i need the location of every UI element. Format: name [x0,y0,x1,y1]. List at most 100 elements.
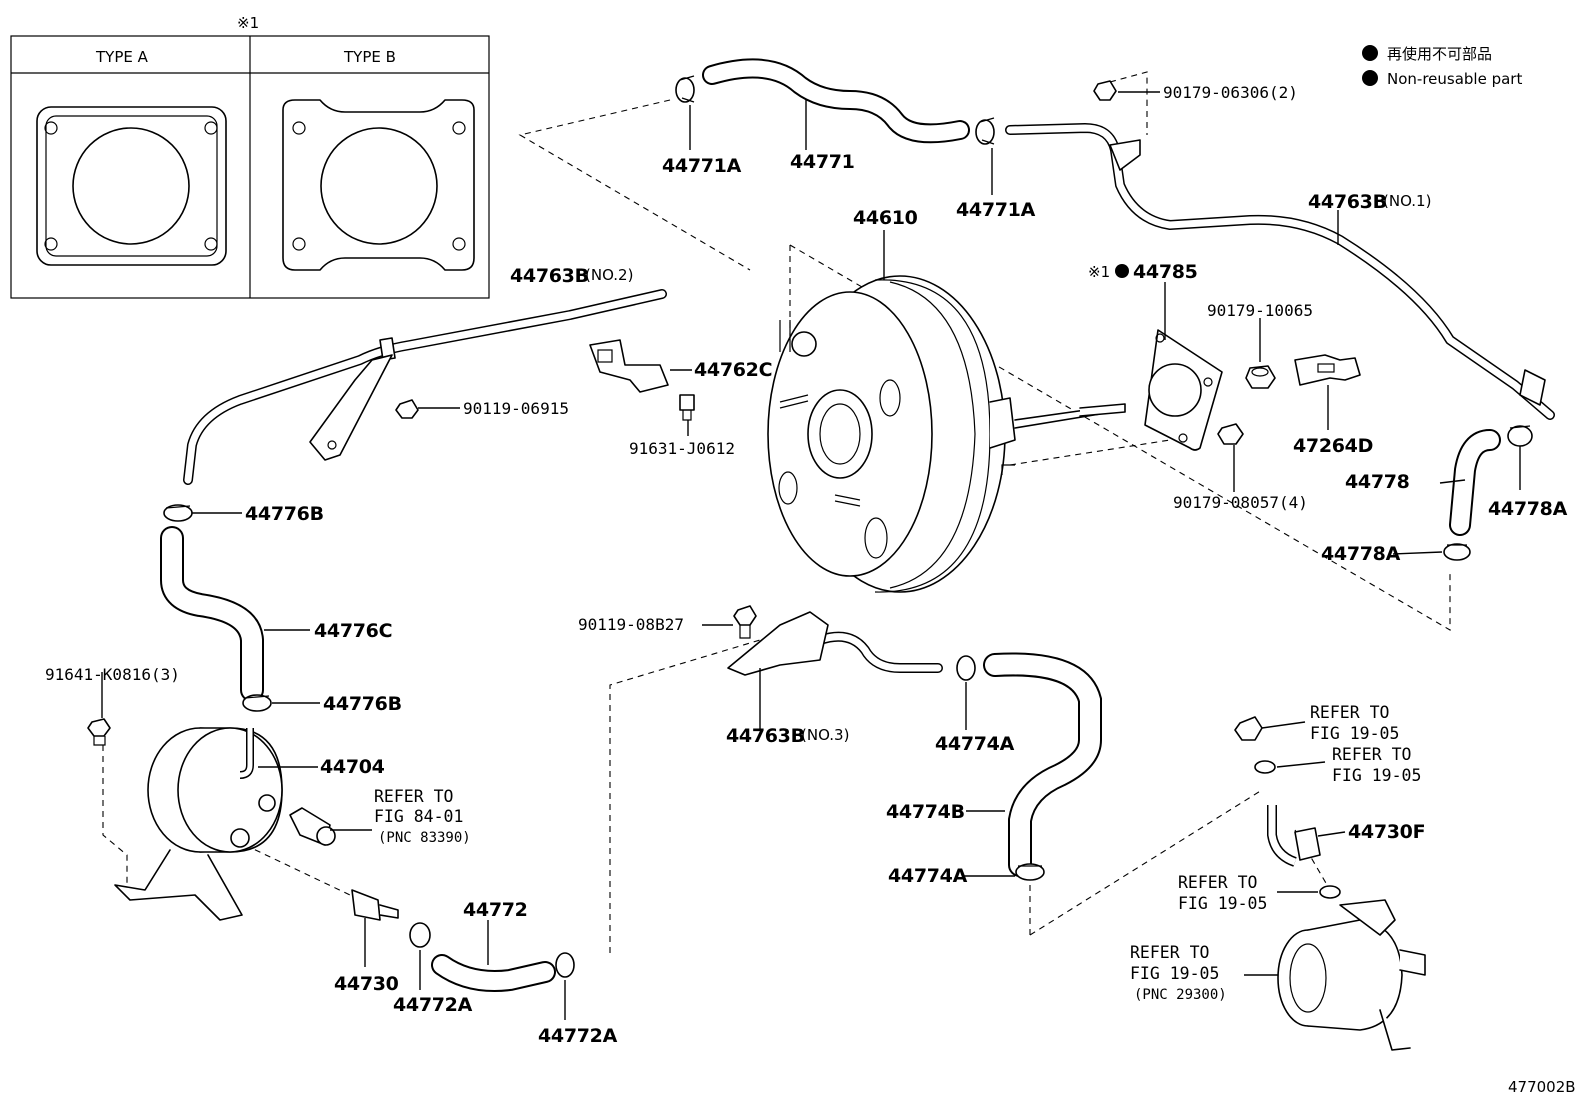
refer-19-05-d-line2: FIG 19-05 [1130,964,1219,983]
part-labels: 44771A 44771 44771A 90179-06306(2) 44763… [45,83,1568,1047]
refer-19-05-d-line3: (PNC 29300) [1134,987,1227,1003]
cap-19-05 [1234,716,1263,741]
gasket-44785 [1144,329,1223,451]
leader-lines [101,91,1521,1020]
hose-44778 [1449,429,1501,536]
clamp-44778A-lower [1443,543,1471,561]
o-ring-19-05-upper [1254,760,1276,774]
vacuum-tank-44704 [114,727,283,921]
clamp-44776B-bottom [242,694,272,712]
refer-19-05-d-line1: REFER TO [1130,943,1209,962]
inset-marker: ※1 [237,14,259,32]
dashed-guides [102,71,1451,953]
legend-japanese: 再使用不可部品 [1387,45,1492,63]
label-44771A-top: 44771A [662,155,742,177]
label-44704: 44704 [320,756,385,778]
refer-84-01-line2: FIG 84-01 [374,807,463,826]
hose-44771 [702,58,970,144]
non-reusable-bullet-icon [1362,45,1378,61]
label-44778A-right: 44778A [1488,498,1568,520]
nut-90179-10065 [1245,365,1276,389]
legend: 再使用不可部品 Non-reusable part [1362,45,1522,88]
hose-44772 [431,954,556,992]
refer-19-05-c-line2: FIG 19-05 [1178,894,1267,913]
refer-84-01-line3: (PNC 83390) [378,830,471,846]
switch-44730 [351,889,399,921]
figure-number: 477002B [1508,1078,1576,1096]
label-44772: 44772 [463,899,528,921]
label-44776B-top: 44776B [245,503,324,525]
vacuum-pump-19-05 [1277,899,1426,1051]
legend-english: Non-reusable part [1387,70,1522,88]
bolt-91641-K0816 [87,718,111,746]
label-44774B: 44774B [886,801,965,823]
label-44763B-no1: 44763B [1308,191,1387,213]
label-47264D: 47264D [1293,435,1373,457]
refer-19-05-b-line1: REFER TO [1332,745,1411,764]
hose-44776C [160,526,264,702]
nut-90179-08057 [1217,423,1244,445]
clamp-44772A-right [555,952,575,978]
tube-44763B-no1 [1005,123,1555,420]
label-44762C: 44762C [694,359,772,381]
o-ring-19-05-lower [1319,885,1341,899]
label-44730: 44730 [334,973,399,995]
clamp-44772A-left [409,922,431,948]
label-44774A-bottom: 44774A [888,865,968,887]
label-44763B-no2-suffix: (NO.2) [585,266,633,284]
clamp-44771A-left [675,75,695,103]
bracket-47264D [1294,354,1361,386]
label-44771A-mid: 44771A [956,199,1036,221]
type-b-heading: TYPE B [343,48,396,66]
non-reusable-bullet-icon [1362,70,1378,86]
label-44763B-no3: 44763B [726,725,805,747]
bracket-44762C [589,339,669,393]
label-90179-08057: 90179-08057(4) [1173,493,1308,512]
label-90119-06915: 90119-06915 [463,399,569,418]
label-44785-marker: ※1 [1088,263,1110,281]
label-91631-J0612: 91631-J0612 [629,439,735,458]
label-90119-08B27: 90119-08B27 [578,615,684,634]
refer-19-05-c-line1: REFER TO [1178,873,1257,892]
label-44763B-no3-suffix: (NO.3) [801,726,849,744]
clip-91631-J0612 [679,394,695,421]
label-44776C: 44776C [314,620,392,642]
label-44774A-top: 44774A [935,733,1015,755]
label-44778A-lower: 44778A [1321,543,1401,565]
label-44776B-bottom: 44776B [323,693,402,715]
gasket-type-a [36,106,227,266]
label-44763B-no2: 44763B [510,265,589,287]
clamp-44774A-top [956,655,976,681]
sensor-84-01 [289,807,336,846]
non-reusable-bullet-icon [1115,264,1129,278]
hose-44774B [983,652,1102,877]
label-44772A-left: 44772A [393,994,473,1016]
label-44730F: 44730F [1348,821,1425,843]
tube-44763B-no3 [727,611,943,676]
clamp-44776B-top [163,504,193,522]
tube-44763B-no2 [183,289,667,485]
refer-19-05-a-line1: REFER TO [1310,703,1389,722]
bolt-90119-06915 [395,399,419,419]
gasket-type-b [282,99,475,271]
refer-19-05-a-line2: FIG 19-05 [1310,724,1399,743]
clamp-44778A-right [1507,425,1533,447]
gasket-type-inset: ※1 TYPE A TYPE B [10,14,490,299]
refer-callouts: REFER TO FIG 84-01 (PNC 83390) REFER TO … [374,703,1421,1003]
label-44771: 44771 [790,151,855,173]
label-44772A-right: 44772A [538,1025,618,1047]
brake-booster-44610 [767,275,1126,593]
label-44610: 44610 [853,207,918,229]
clamp-44774A-bottom [1015,863,1045,881]
label-90179-06306: 90179-06306(2) [1163,83,1298,102]
nut-90179-06306 [1093,80,1117,101]
label-44778: 44778 [1345,471,1410,493]
clamp-44771A-right [975,117,995,145]
refer-19-05-b-line2: FIG 19-05 [1332,766,1421,785]
label-91641-K0816: 91641-K0816(3) [45,665,180,684]
refer-84-01-line1: REFER TO [374,787,453,806]
valve-44730F [1267,805,1321,867]
label-44763B-no1-suffix: (NO.1) [1383,192,1431,210]
